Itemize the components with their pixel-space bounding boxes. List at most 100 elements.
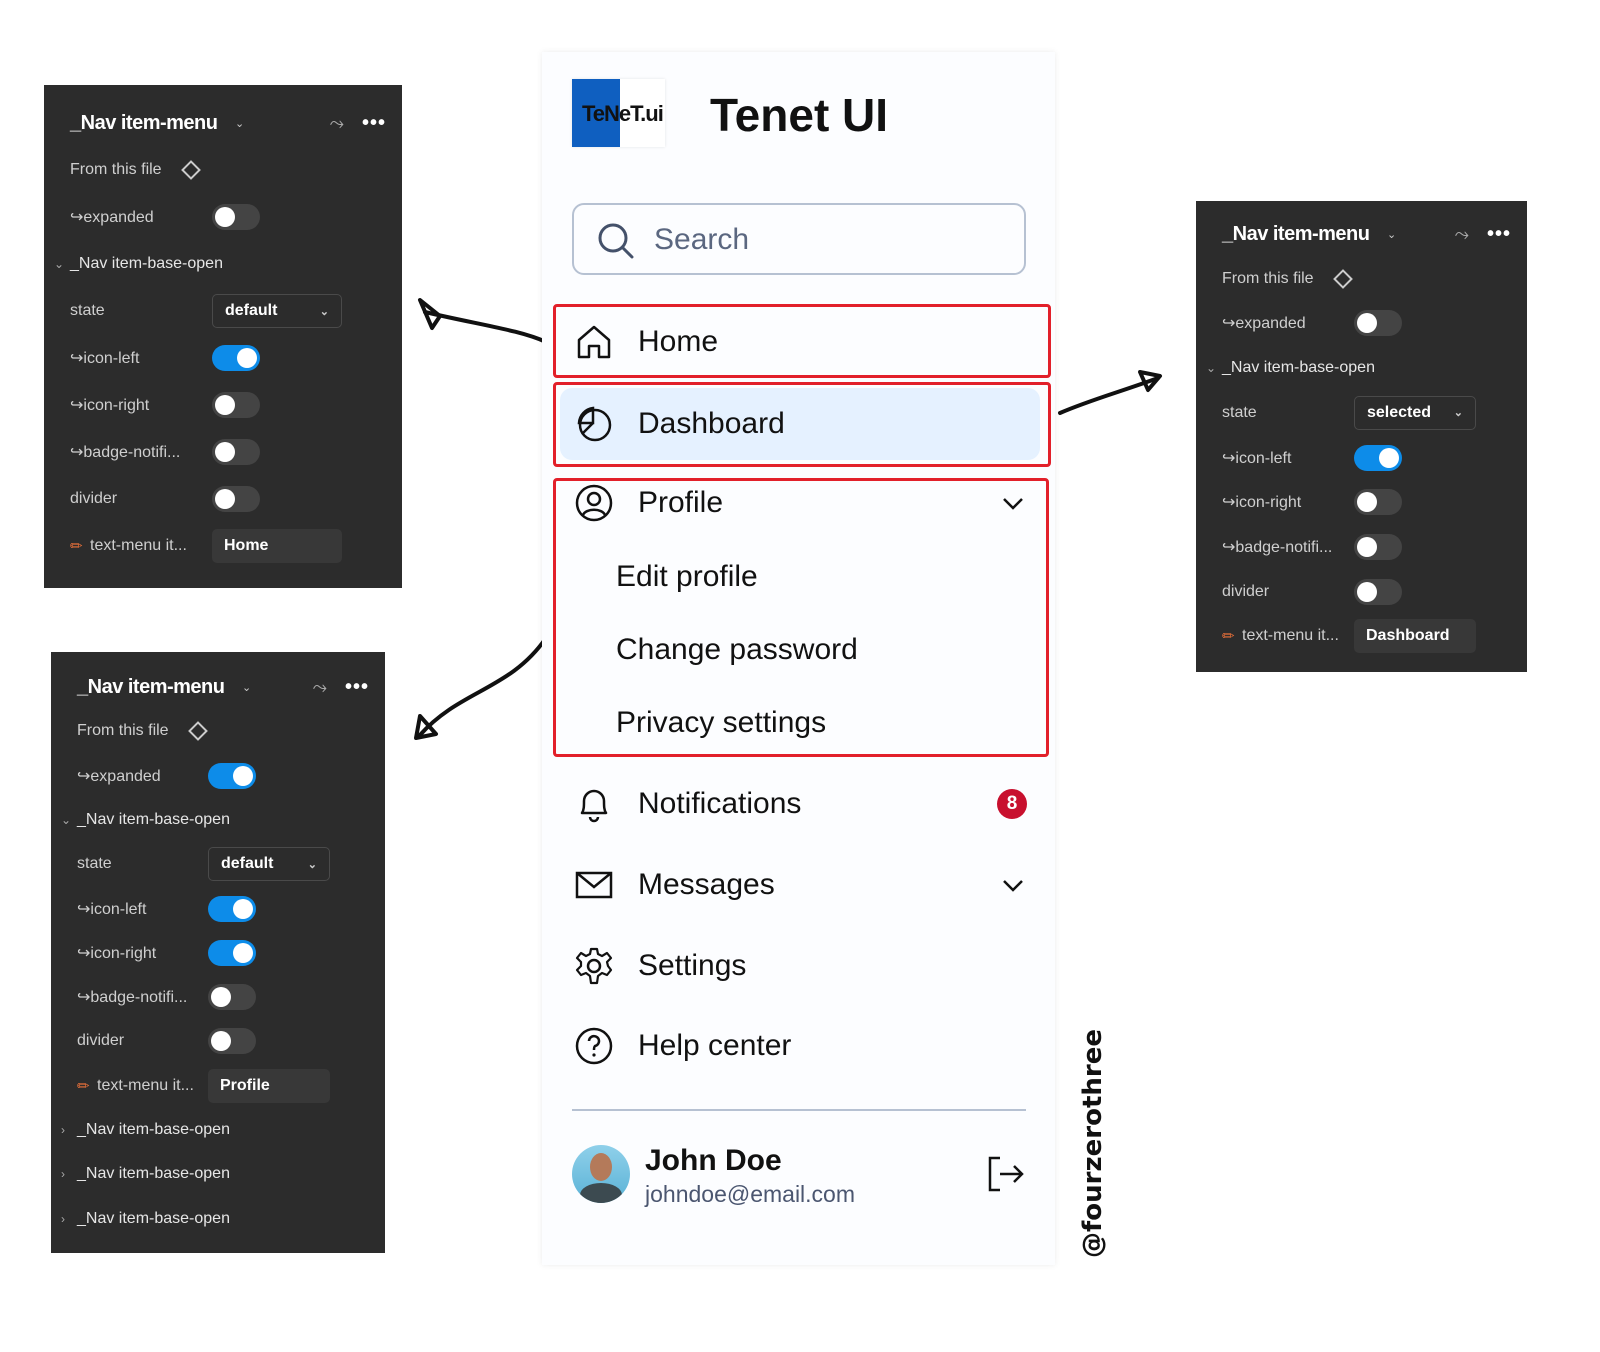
property-label: divider — [70, 490, 118, 507]
from-this-file: From this file — [44, 152, 402, 188]
property-toggle[interactable] — [212, 439, 260, 465]
property-toggle[interactable] — [1354, 310, 1402, 337]
property-label: ↪icon-left — [77, 900, 147, 918]
toggle-knob — [211, 1031, 231, 1052]
property-toggle[interactable] — [1354, 533, 1402, 560]
highlight-dashboard — [553, 382, 1051, 467]
from-this-file: From this file — [1196, 261, 1527, 297]
property-toggle[interactable] — [1354, 578, 1402, 605]
chevron-down-icon: ⌄ — [307, 858, 317, 871]
property-label: ↪icon-right — [77, 944, 157, 962]
nav-item-dashboard[interactable]: Dashboard — [560, 388, 1040, 460]
chevron-down-icon[interactable]: ⌄ — [1206, 361, 1217, 376]
layer-name[interactable]: _Nav item-base-open — [70, 255, 223, 272]
text-input[interactable]: Dashboard — [1354, 619, 1476, 654]
property-toggle[interactable] — [208, 895, 256, 922]
chevron-right-icon[interactable]: › — [61, 1167, 65, 1182]
properties-panel-dashboard: _Nav item-menu ⌄ ⤳ ••• From this file ↪expand… — [1196, 201, 1527, 672]
more-options-icon[interactable]: ••• — [344, 675, 369, 698]
property-toggle[interactable] — [1354, 489, 1402, 516]
property-row: ✏text-menu it...Home — [44, 528, 402, 564]
nav-item-home[interactable]: Home — [556, 306, 1050, 378]
properties-panel-home: _Nav item-menu ⌄ ⤳ ••• From this file ↪expand… — [44, 85, 402, 588]
pencil-icon: ✏ — [1222, 628, 1235, 646]
highlight-profile — [553, 478, 1049, 757]
chevron-down-icon[interactable]: ⌄ — [235, 117, 245, 130]
subitem-change-password[interactable]: Change password — [616, 633, 858, 666]
avatar — [572, 1145, 630, 1203]
property-toggle[interactable] — [212, 392, 260, 418]
subitem-privacy-settings[interactable]: Privacy settings — [616, 706, 827, 739]
chevron-down-icon[interactable]: ⌄ — [1387, 228, 1397, 241]
properties-panel-profile: _Nav item-menu⌄⤳•••From this file↪expand… — [51, 652, 385, 1253]
layer-name[interactable]: _Nav item-base-open — [1222, 359, 1375, 377]
pie-chart-icon — [577, 406, 612, 442]
property-toggle[interactable] — [1354, 444, 1402, 471]
detach-instance-icon[interactable]: ⤳ — [1454, 223, 1469, 244]
property-toggle[interactable] — [212, 345, 260, 371]
property-row: ↪icon-right — [1196, 484, 1527, 520]
panel-header: _Nav item-menu ⌄ ⤳ ••• — [1196, 216, 1527, 252]
from-file-label: From this file — [1222, 269, 1314, 287]
state-select[interactable]: selected⌄ — [1354, 395, 1476, 430]
chevron-up-down-icon[interactable] — [1001, 491, 1025, 515]
chevron-right-icon[interactable]: › — [61, 1211, 65, 1226]
panel-header: _Nav item-menu ⌄ ⤳ ••• — [44, 105, 402, 141]
property-row: ↪expanded — [1196, 305, 1527, 341]
property-toggle[interactable] — [212, 486, 260, 512]
divider — [572, 1109, 1026, 1111]
property-label: ↪expanded — [70, 209, 154, 226]
chevron-down-icon[interactable]: ⌄ — [54, 257, 65, 271]
property-row: › _Nav item-base-open — [51, 1112, 385, 1148]
property-label: text-menu it... — [97, 1076, 194, 1094]
layer-name[interactable]: _Nav item-base-open — [77, 1121, 230, 1138]
search-input[interactable]: Search — [572, 203, 1026, 275]
component-name[interactable]: _Nav item-menu — [70, 111, 218, 134]
chevron-down-icon[interactable]: ⌄ — [242, 681, 252, 694]
property-toggle[interactable] — [208, 1028, 256, 1055]
detach-instance-icon[interactable]: ⤳ — [312, 676, 327, 697]
chevron-right-icon[interactable]: › — [61, 1123, 65, 1137]
toggle-knob — [1357, 536, 1377, 557]
component-name[interactable]: _Nav item-menu — [1222, 222, 1370, 245]
text-input[interactable]: Home — [212, 529, 342, 563]
layer-name[interactable]: _Nav item-base-open — [77, 810, 230, 828]
nav-item-messages[interactable]: Messages — [556, 849, 1050, 921]
property-label: ↪badge-notifi... — [77, 989, 188, 1007]
notification-badge: 8 — [997, 789, 1027, 819]
state-select[interactable]: default ⌄ — [208, 847, 330, 882]
state-select[interactable]: default⌄ — [212, 294, 342, 328]
arrowhead-profile — [414, 714, 438, 740]
nav-item-notifications[interactable]: Notifications 8 — [556, 768, 1050, 840]
more-options-icon[interactable]: ••• — [1486, 222, 1511, 245]
property-label: text-menu it... — [90, 537, 187, 554]
logout-icon[interactable] — [986, 1154, 1026, 1194]
text-input[interactable]: Profile — [208, 1068, 330, 1103]
layer-name[interactable]: _Nav item-base-open — [77, 1165, 230, 1183]
more-options-icon[interactable]: ••• — [361, 111, 386, 134]
component-name[interactable]: _Nav item-menu — [77, 675, 225, 698]
state-value: default — [221, 855, 274, 873]
property-row: divider — [44, 481, 402, 517]
property-toggle[interactable] — [212, 204, 260, 230]
property-row: ⌄ _Nav item-base-open — [51, 802, 385, 838]
subitem-edit-profile[interactable]: Edit profile — [616, 560, 758, 593]
logo: TeNeT.ui — [572, 79, 665, 147]
state-value: default — [225, 302, 278, 319]
property-row: ↪expanded — [51, 758, 385, 794]
toggle-knob — [215, 489, 235, 509]
property-label: ↪icon-right — [1222, 494, 1302, 512]
layer-name[interactable]: _Nav item-base-open — [77, 1209, 230, 1227]
toggle-knob — [215, 207, 235, 227]
property-toggle[interactable] — [208, 984, 256, 1011]
property-toggle[interactable] — [208, 762, 256, 789]
property-toggle[interactable] — [208, 939, 256, 966]
chevron-down-icon[interactable]: ⌄ — [61, 812, 72, 827]
nav-item-help-center[interactable]: Help center — [556, 1010, 1050, 1082]
detach-instance-icon[interactable]: ⤳ — [329, 112, 344, 133]
property-label: state — [77, 855, 112, 873]
nav-item-settings[interactable]: Settings — [556, 930, 1050, 1002]
nav-item-profile[interactable]: Profile — [556, 467, 1050, 539]
chevron-down-icon[interactable] — [1001, 873, 1025, 897]
